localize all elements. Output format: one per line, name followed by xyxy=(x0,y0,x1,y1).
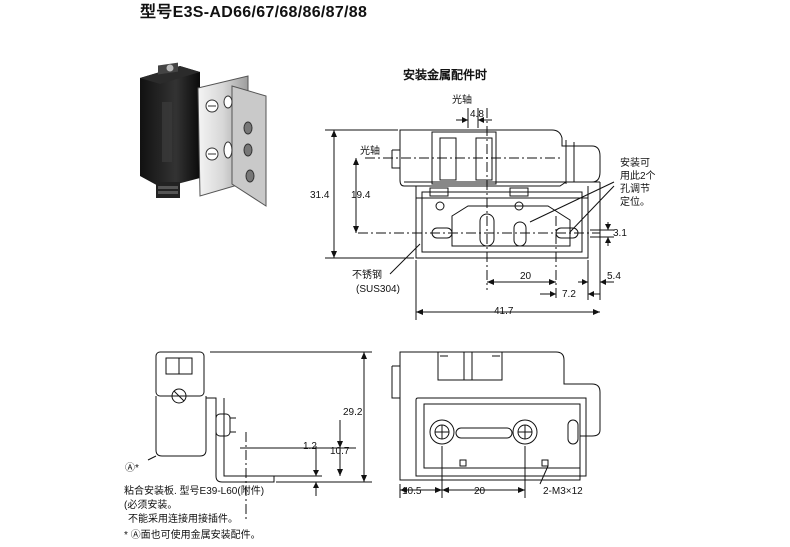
dim-1-2: 1.2 xyxy=(303,441,317,452)
top-view xyxy=(325,108,615,320)
marker-a: Ⓐ* xyxy=(125,463,139,474)
footnote-line-4: * Ⓐ面也可使用金属安装配件。 xyxy=(124,530,261,541)
mount-note-line-4: 定位。 xyxy=(620,197,650,208)
dim-3-1: 3.1 xyxy=(613,228,627,239)
thread-spec: 2-M3×12 xyxy=(543,486,583,497)
sensor-photo xyxy=(140,58,268,208)
dim-19-4: 19.4 xyxy=(351,190,371,201)
dim-10-7: 10.7 xyxy=(330,446,350,457)
material-code: (SUS304) xyxy=(356,284,400,295)
material-label: 不锈钢 xyxy=(352,270,382,281)
mount-note-line-1: 安装可 xyxy=(620,158,650,169)
optical-axis-label-top: 光轴 xyxy=(452,95,472,106)
dim-41-7: 41.7 xyxy=(494,306,514,317)
dim-31-4: 31.4 xyxy=(310,190,330,201)
model-title: 型号E3S-AD66/67/68/86/87/88 xyxy=(140,4,368,21)
dim-20-bottom: 20 xyxy=(474,486,486,497)
mount-note-line-2: 用此2个 xyxy=(620,171,656,182)
bracket-heading: 安装金属配件时 xyxy=(403,68,488,82)
dim-4-8: 4.8 xyxy=(470,109,484,120)
optical-axis-label-left: 光轴 xyxy=(360,146,380,157)
footnote-line-3: 不能采用连接用接插件。 xyxy=(128,514,238,525)
front-view xyxy=(391,351,601,498)
dim-10-5: 10.5 xyxy=(402,486,422,497)
footnote-line-1: 粘合安装板. 型号E39-L60(附件) xyxy=(124,486,265,497)
mount-note-line-3: 孔调节 xyxy=(620,184,650,195)
dim-5-4: 5.4 xyxy=(607,271,621,282)
dim-29-2: 29.2 xyxy=(343,407,363,418)
dim-7-2: 7.2 xyxy=(562,289,576,300)
dim-20-top: 20 xyxy=(520,271,532,282)
footnote-line-2: (必须安装。 xyxy=(124,500,178,511)
